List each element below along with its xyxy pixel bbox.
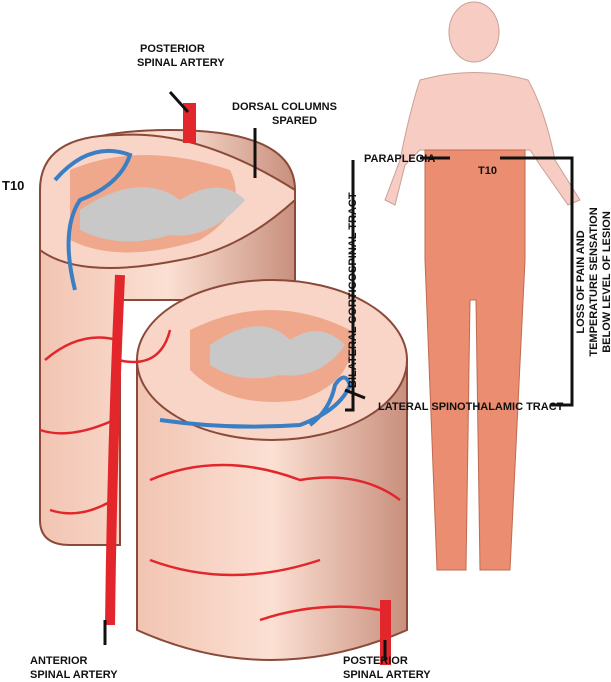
anterior-artery-label-2: SPINAL ARTERY (30, 669, 118, 681)
posterior-artery-bottom-label-1: POSTERIOR (343, 655, 408, 667)
vein-lower (159, 375, 353, 429)
leader-lines (103, 90, 574, 660)
spinothalamic-label: LATERAL SPINOTHALAMIC TRACT (378, 401, 564, 413)
dorsal-columns-label-1: DORSAL COLUMNS (232, 101, 337, 113)
posterior-artery-top-label-2: SPINAL ARTERY (137, 57, 225, 69)
posterior-spinal-artery-bottom (380, 600, 391, 665)
sensation-label-1: LOSS OF PAIN AND (575, 230, 587, 333)
corticospinal-label: BILATERAL CORTICOSPINAL TRACT (347, 192, 359, 388)
artery-branches (39, 329, 401, 622)
grey-matter-lower (210, 326, 345, 379)
posterior-artery-bottom-label-2: SPINAL ARTERY (343, 669, 431, 681)
anterior-artery-label-1: ANTERIOR (30, 655, 88, 667)
sensation-label-2: TEMPERATURE SENSATION (588, 207, 600, 356)
upper-cord-segment (39, 128, 296, 546)
lower-cord-segment (136, 279, 408, 661)
grey-matter-upper (80, 187, 245, 242)
vein-upper (53, 148, 133, 291)
sensation-label-3: BELOW LEVEL OF LESION (601, 211, 611, 353)
anterior-spinal-artery (105, 274, 125, 626)
paraplegia-label: PARAPLEGIA (364, 153, 435, 165)
posterior-spinal-artery-top (183, 103, 196, 143)
human-figure (384, 1, 581, 571)
posterior-artery-top-label-1: POSTERIOR (140, 43, 205, 55)
dorsal-columns-label-2: SPARED (272, 115, 317, 127)
level-label-body: T10 (478, 165, 497, 177)
level-label-left: T10 (2, 178, 24, 193)
